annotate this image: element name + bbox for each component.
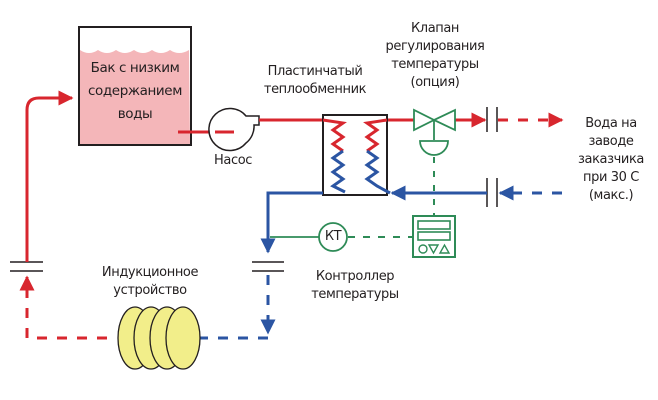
controller-label: Контроллер температуры xyxy=(311,269,399,302)
pump-icon xyxy=(208,107,260,152)
flange-cold-lower xyxy=(252,261,284,272)
flange-hot-lower xyxy=(10,261,43,272)
heat-exchanger-label: Пластинчатый теплообменник xyxy=(263,64,367,97)
valve-label: Клапан регулирования температуры (опция) xyxy=(385,21,485,90)
induction-coil-icon xyxy=(117,306,201,370)
plate-heat-exchanger xyxy=(322,114,391,196)
customer-water-label: Вода на заводе заказчика при 30 С (макс.… xyxy=(578,116,644,203)
kt-symbol-label: КТ xyxy=(324,229,342,244)
temperature-controller-icon xyxy=(412,215,456,258)
hot-dashed-from-coil xyxy=(19,275,107,340)
induction-label: Индукционное устройство xyxy=(101,265,199,298)
low-water-tank xyxy=(78,26,192,146)
tank-label: Бак с низким содержанием воды xyxy=(87,60,182,122)
flange-hot-out xyxy=(486,107,498,132)
pump-label: Насос xyxy=(214,153,252,168)
temperature-control-valve-icon xyxy=(413,108,456,156)
hot-pipe-to-tank xyxy=(25,90,74,262)
kt-sensor xyxy=(318,222,348,252)
cold-pipe-hx-down xyxy=(260,191,323,254)
flange-cold-in xyxy=(486,178,498,207)
